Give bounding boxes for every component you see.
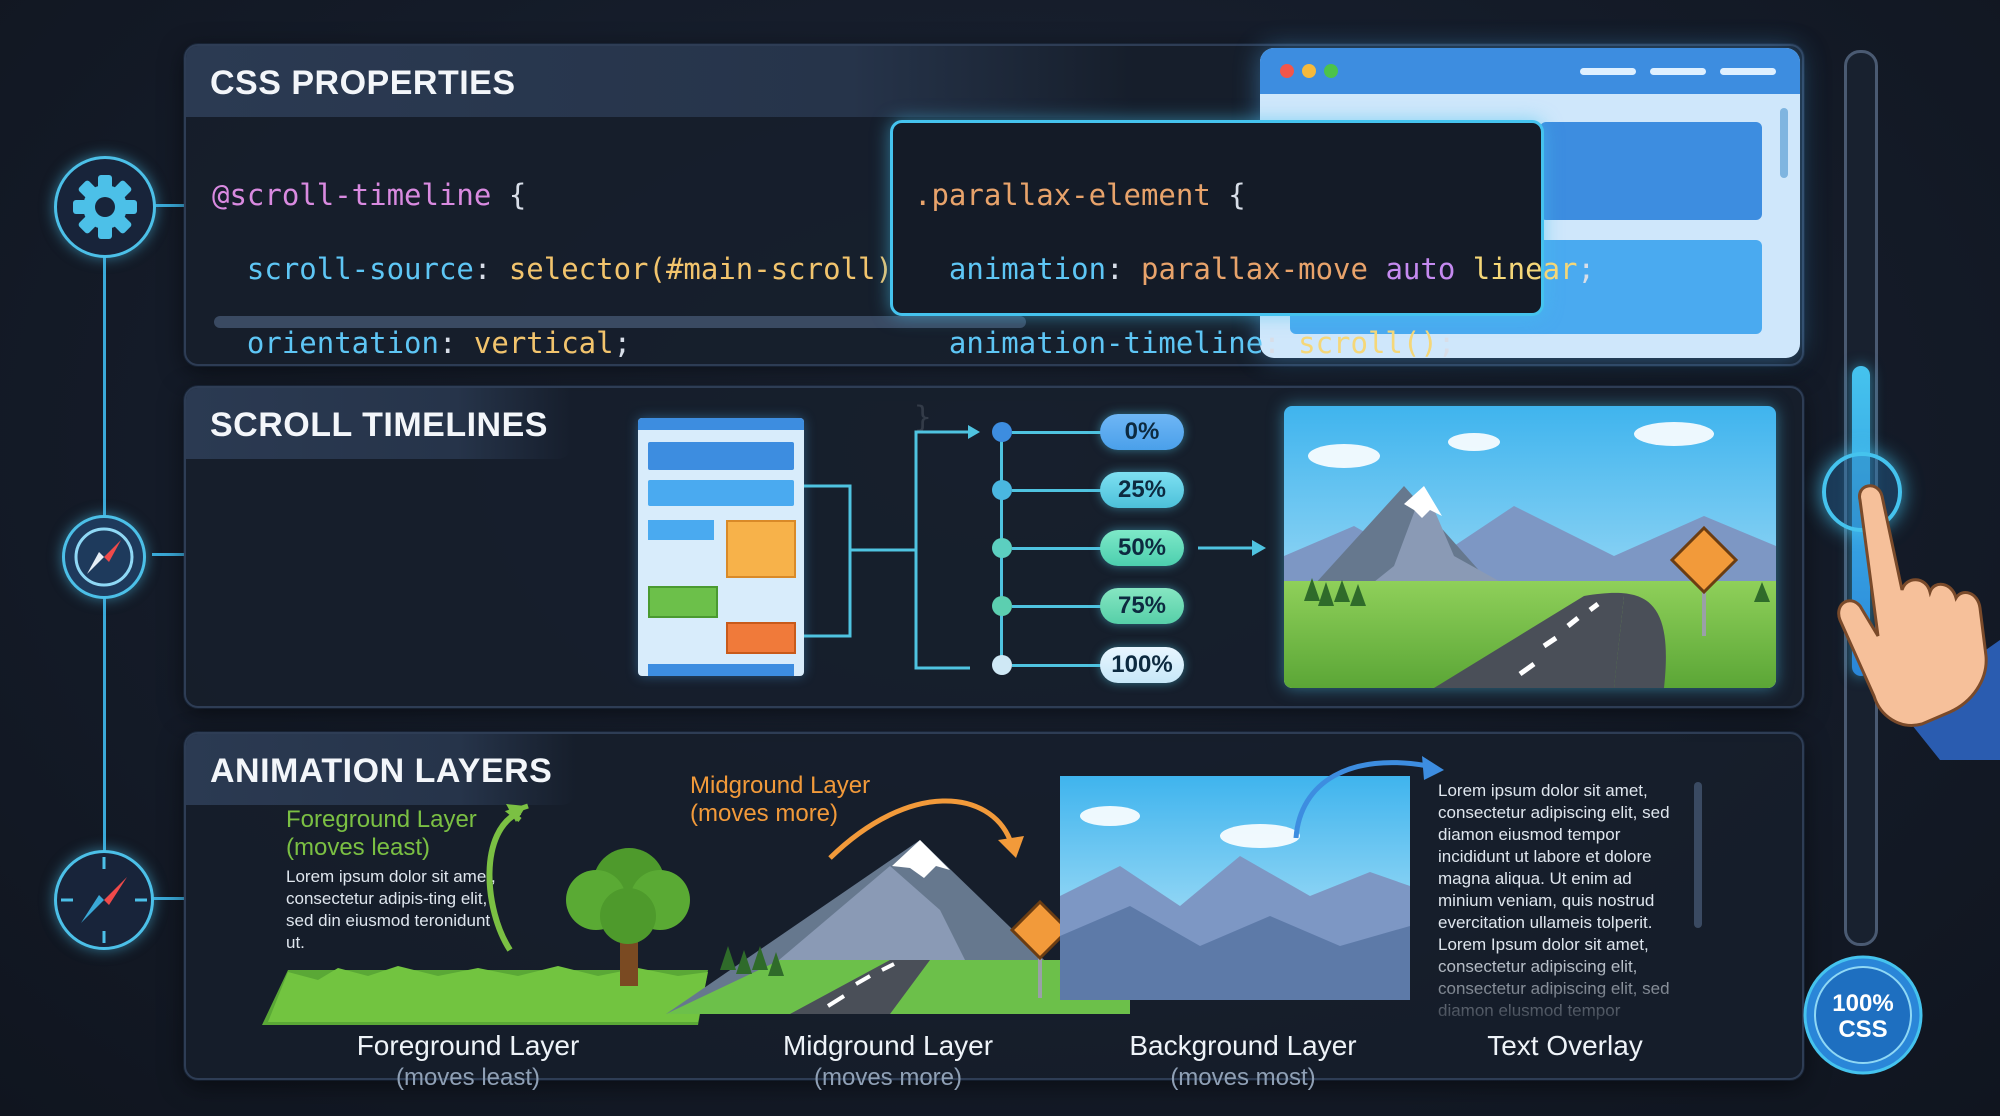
wireframe-band [648,480,794,506]
menu-bar-1 [1580,68,1636,75]
progress-pill-100: 100% [1100,647,1184,683]
timeline-dot-0 [992,422,1012,442]
code-at-rule: @scroll-timeline [212,178,492,212]
code-value: parallax-move [1140,252,1368,286]
code-line: .parallax-element { [914,177,1595,214]
panel-title-timelines: SCROLL TIMELINES [186,388,572,459]
code-punct: { [491,178,527,212]
midground-annotation-title: Midground Layer [690,772,871,799]
compass-icon [62,515,146,599]
timeline-tick-0 [1012,431,1102,434]
code-punct: : [438,326,474,360]
layer-sub-midground: (moves more) [813,1064,963,1091]
panel-title-layers: ANIMATION LAYERS [186,734,577,805]
window-minimize-dot [1302,64,1316,78]
code-punct: ; [1437,326,1456,360]
code-punct: ; [613,326,632,360]
menu-bar-3 [1720,68,1776,75]
layer-label-background: Background Layer [1129,1030,1357,1061]
badge-line-2: CSS [1838,1016,1888,1043]
progress-pill-75: 75% [1100,588,1184,624]
progress-pill-0: 0% [1100,414,1184,450]
menu-bar-2 [1650,68,1706,75]
code-line: orientation: vertical; [212,325,910,362]
gear-icon [54,156,156,258]
wireframe-green-box [648,586,718,618]
landscape-scene [1284,406,1776,688]
code-value: scroll() [1298,326,1438,360]
code-property: orientation [246,326,439,360]
badge-line-1: 100% [1832,990,1894,1017]
timeline-tick-25 [1012,489,1102,492]
foreground-annotation-sub: (moves least) [286,834,431,861]
panel-title-css: CSS PROPERTIES [186,46,1134,117]
code-line: animation-timeline: scroll(); [914,325,1595,362]
wireframe-orange-box [726,520,796,578]
timeline-dot-25 [992,480,1012,500]
code-line: animation: parallax-move auto linear; [914,251,1595,288]
wireframe-footer [648,664,794,676]
midground-illustration [666,798,1130,1014]
code-punct: : [1106,252,1141,286]
timeline-dot-100 [992,655,1012,675]
timeline-tick-50 [1012,547,1102,550]
code-value: vertical [473,326,614,360]
window-close-dot [1280,64,1294,78]
layer-sub-background: (moves most) [1170,1064,1316,1091]
code-value: selector(#main-scroll) [508,252,893,286]
layer-label-midground: Midground Layer [782,1030,994,1061]
code-horizontal-scrollbar[interactable] [214,316,1026,328]
code-punct: { [1210,178,1246,212]
midground-annotation-sub: (moves more) [690,800,839,827]
background-arrow [1293,756,1444,839]
rail-connector-2 [152,553,184,556]
code-selector: .parallax-element [914,178,1211,212]
layer-sub-foreground: (moves least) [395,1064,541,1091]
timeline-arrow [1198,540,1266,556]
progress-pill-50: 50% [1100,530,1184,566]
wireframe-header [638,418,804,430]
timeline-tick-100 [1012,664,1102,667]
window-maximize-dot [1324,64,1338,78]
wireframe-blue-box [648,520,714,540]
rail-connector-1 [152,204,184,207]
code-block-scroll-timeline: @scroll-timeline { scroll-source: select… [212,140,910,473]
browser-block-1 [1540,122,1762,220]
timeline-dot-50 [992,538,1012,558]
code-card-parallax [890,120,1544,316]
browser-titlebar [1260,48,1800,94]
page-wireframe [638,418,804,676]
timeline-dot-75 [992,596,1012,616]
css-badge [1803,955,1923,1075]
code-property: scroll-source [246,252,474,286]
code-punct: : [473,252,509,286]
code-block-parallax: .parallax-element { animation: parallax-… [914,140,1595,473]
hand-pointer-icon [1837,484,2000,760]
code-keyword: auto [1385,252,1456,286]
code-keyword: linear [1472,252,1578,286]
layer-label-text-overlay: Text Overlay [1487,1030,1643,1061]
text-overlay-scrollbar[interactable] [1694,782,1702,928]
foreground-illustration [262,803,708,1025]
text-overlay-block: Lorem ipsum dolor sit amet, consectetur … [1438,781,1670,1020]
wireframe-hero [648,442,794,470]
code-property: animation-timeline [948,326,1264,360]
progress-pill-25: 25% [1100,472,1184,508]
code-punct: ; [1577,252,1595,286]
code-punct: : [1263,326,1299,360]
foreground-annotation-text: Lorem ipsum dolor sit amet, consectetur … [286,867,496,952]
code-line: @scroll-timeline { [212,177,910,214]
layer-label-foreground: Foreground Layer [356,1030,580,1061]
connector-lines [804,425,980,670]
rail-connector-3 [152,897,184,900]
foreground-annotation-title: Foreground Layer [286,806,477,833]
compass-needle-icon [54,850,154,950]
code-property: animation [948,252,1107,286]
code-line: scroll-source: selector(#main-scroll); [212,251,910,288]
background-illustration [1060,776,1410,1000]
timeline-tick-75 [1012,605,1102,608]
wireframe-red-box [726,622,796,654]
browser-scrollbar[interactable] [1780,108,1788,178]
